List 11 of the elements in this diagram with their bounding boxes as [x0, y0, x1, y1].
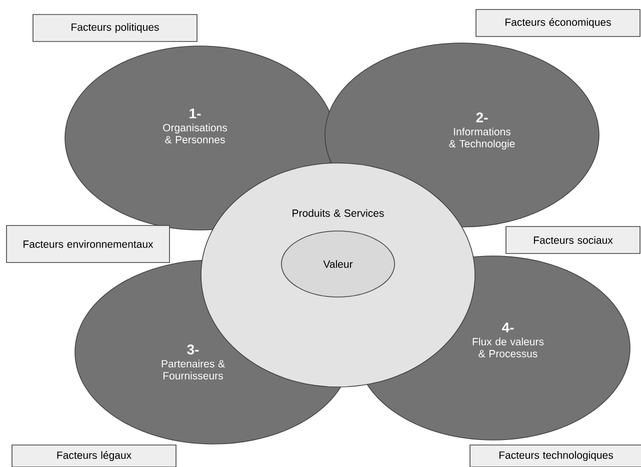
box-label: Facteurs technologiques — [470, 444, 641, 467]
ellipse-label: 2- Informations & Technologie — [449, 112, 515, 150]
box-label: Facteurs économiques — [476, 9, 640, 37]
box-label: Facteurs environnementaux — [6, 225, 170, 263]
box-label: Facteurs légaux — [12, 444, 176, 467]
ellipse-label: 4- Flux de valeurs & Processus — [472, 322, 544, 358]
ellipse-label: Produits & Services — [292, 209, 384, 217]
ellipse-label: 1- Organisations & Personnes — [163, 108, 227, 144]
box-label: Facteurs sociaux — [506, 226, 640, 254]
box-label: Facteurs politiques — [32, 14, 198, 42]
ellipse-label: 3- Partenaires & Fournisseurs — [162, 344, 225, 380]
